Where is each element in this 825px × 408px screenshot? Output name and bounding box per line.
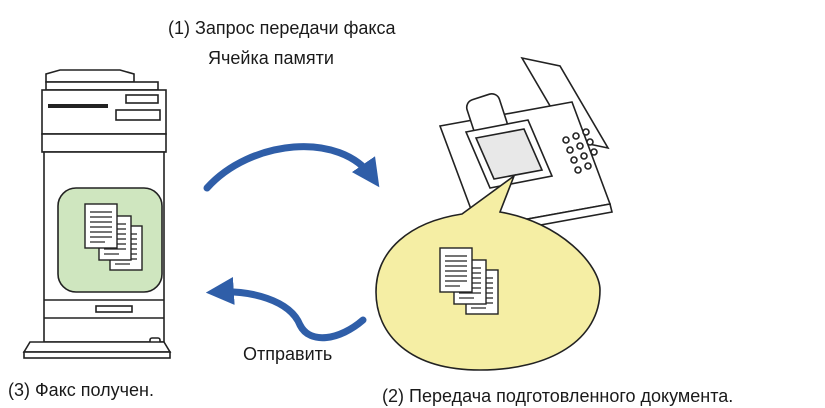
fax-machine-icon xyxy=(438,56,613,237)
label-fax-received: (3) Факс получен. xyxy=(8,380,154,400)
request-arrow xyxy=(203,143,380,192)
label-send: Отправить xyxy=(243,344,333,364)
label-memory-box: Ячейка памяти xyxy=(208,48,334,68)
send-arrow xyxy=(205,277,367,342)
mfp-machine-icon xyxy=(22,69,172,359)
label-transmit-document: (2) Передача подготовленного документа. xyxy=(382,386,734,406)
label-request: (1) Запрос передачи факса xyxy=(168,18,396,38)
